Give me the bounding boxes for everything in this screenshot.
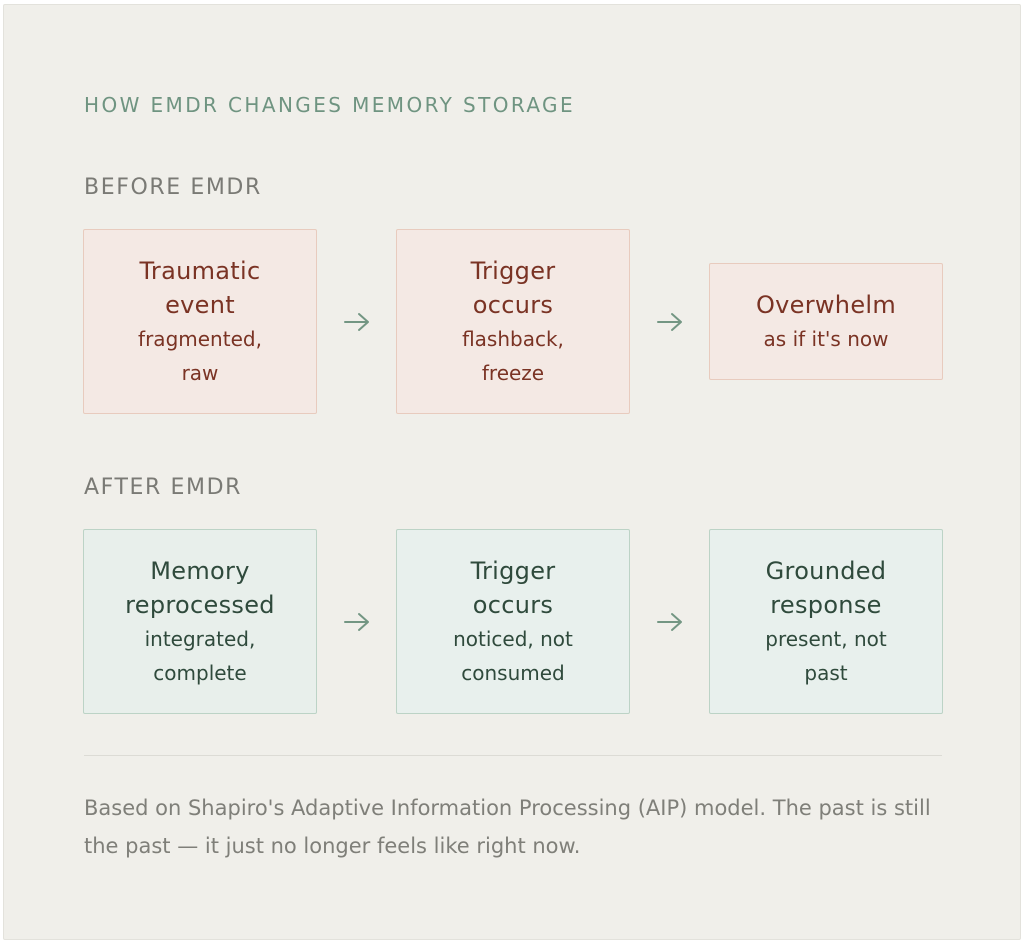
- section-divider: [84, 755, 942, 756]
- before-step-overwhelm: Overwhelm as if it's now: [709, 263, 943, 380]
- step-title: Memory reprocessed: [125, 556, 275, 619]
- diagram-eyebrow-title: HOW EMDR CHANGES MEMORY STORAGE: [84, 93, 575, 117]
- arrow-right-icon: [317, 312, 396, 332]
- step-detail: as if it's now: [763, 326, 889, 351]
- footnote-text: Based on Shapiro's Adaptive Information …: [84, 796, 931, 858]
- step-detail: flashback, freeze: [462, 326, 564, 385]
- step-title: Overwhelm: [755, 290, 897, 319]
- arrow-right-icon: [630, 612, 709, 632]
- before-step-traumatic-event: Traumatic event fragmented, raw: [83, 229, 317, 414]
- after-step-memory-reprocessed: Memory reprocessed integrated, complete: [83, 529, 317, 714]
- after-step-trigger-occurs: Trigger occurs noticed, not consumed: [396, 529, 630, 714]
- before-section-label: BEFORE EMDR: [84, 175, 262, 200]
- step-detail: present, not past: [765, 626, 887, 685]
- after-step-grounded-response: Grounded response present, not past: [709, 529, 943, 714]
- diagram-card: HOW EMDR CHANGES MEMORY STORAGE BEFORE E…: [3, 4, 1021, 940]
- after-section-label: AFTER EMDR: [84, 475, 243, 500]
- after-flow-row: Memory reprocessed integrated, complete …: [83, 529, 944, 714]
- arrow-right-icon: [630, 312, 709, 332]
- arrow-right-icon: [317, 612, 396, 632]
- before-step-trigger-occurs: Trigger occurs flashback, freeze: [396, 229, 630, 414]
- step-title: Trigger occurs: [470, 256, 556, 319]
- step-title: Trigger occurs: [470, 556, 556, 619]
- step-detail: fragmented, raw: [138, 326, 262, 385]
- step-detail: integrated, complete: [144, 626, 256, 685]
- step-detail: noticed, not consumed: [453, 626, 573, 685]
- step-title: Grounded response: [765, 556, 887, 619]
- step-title: Traumatic event: [139, 256, 261, 319]
- before-flow-row: Traumatic event fragmented, raw Trigger …: [83, 229, 944, 414]
